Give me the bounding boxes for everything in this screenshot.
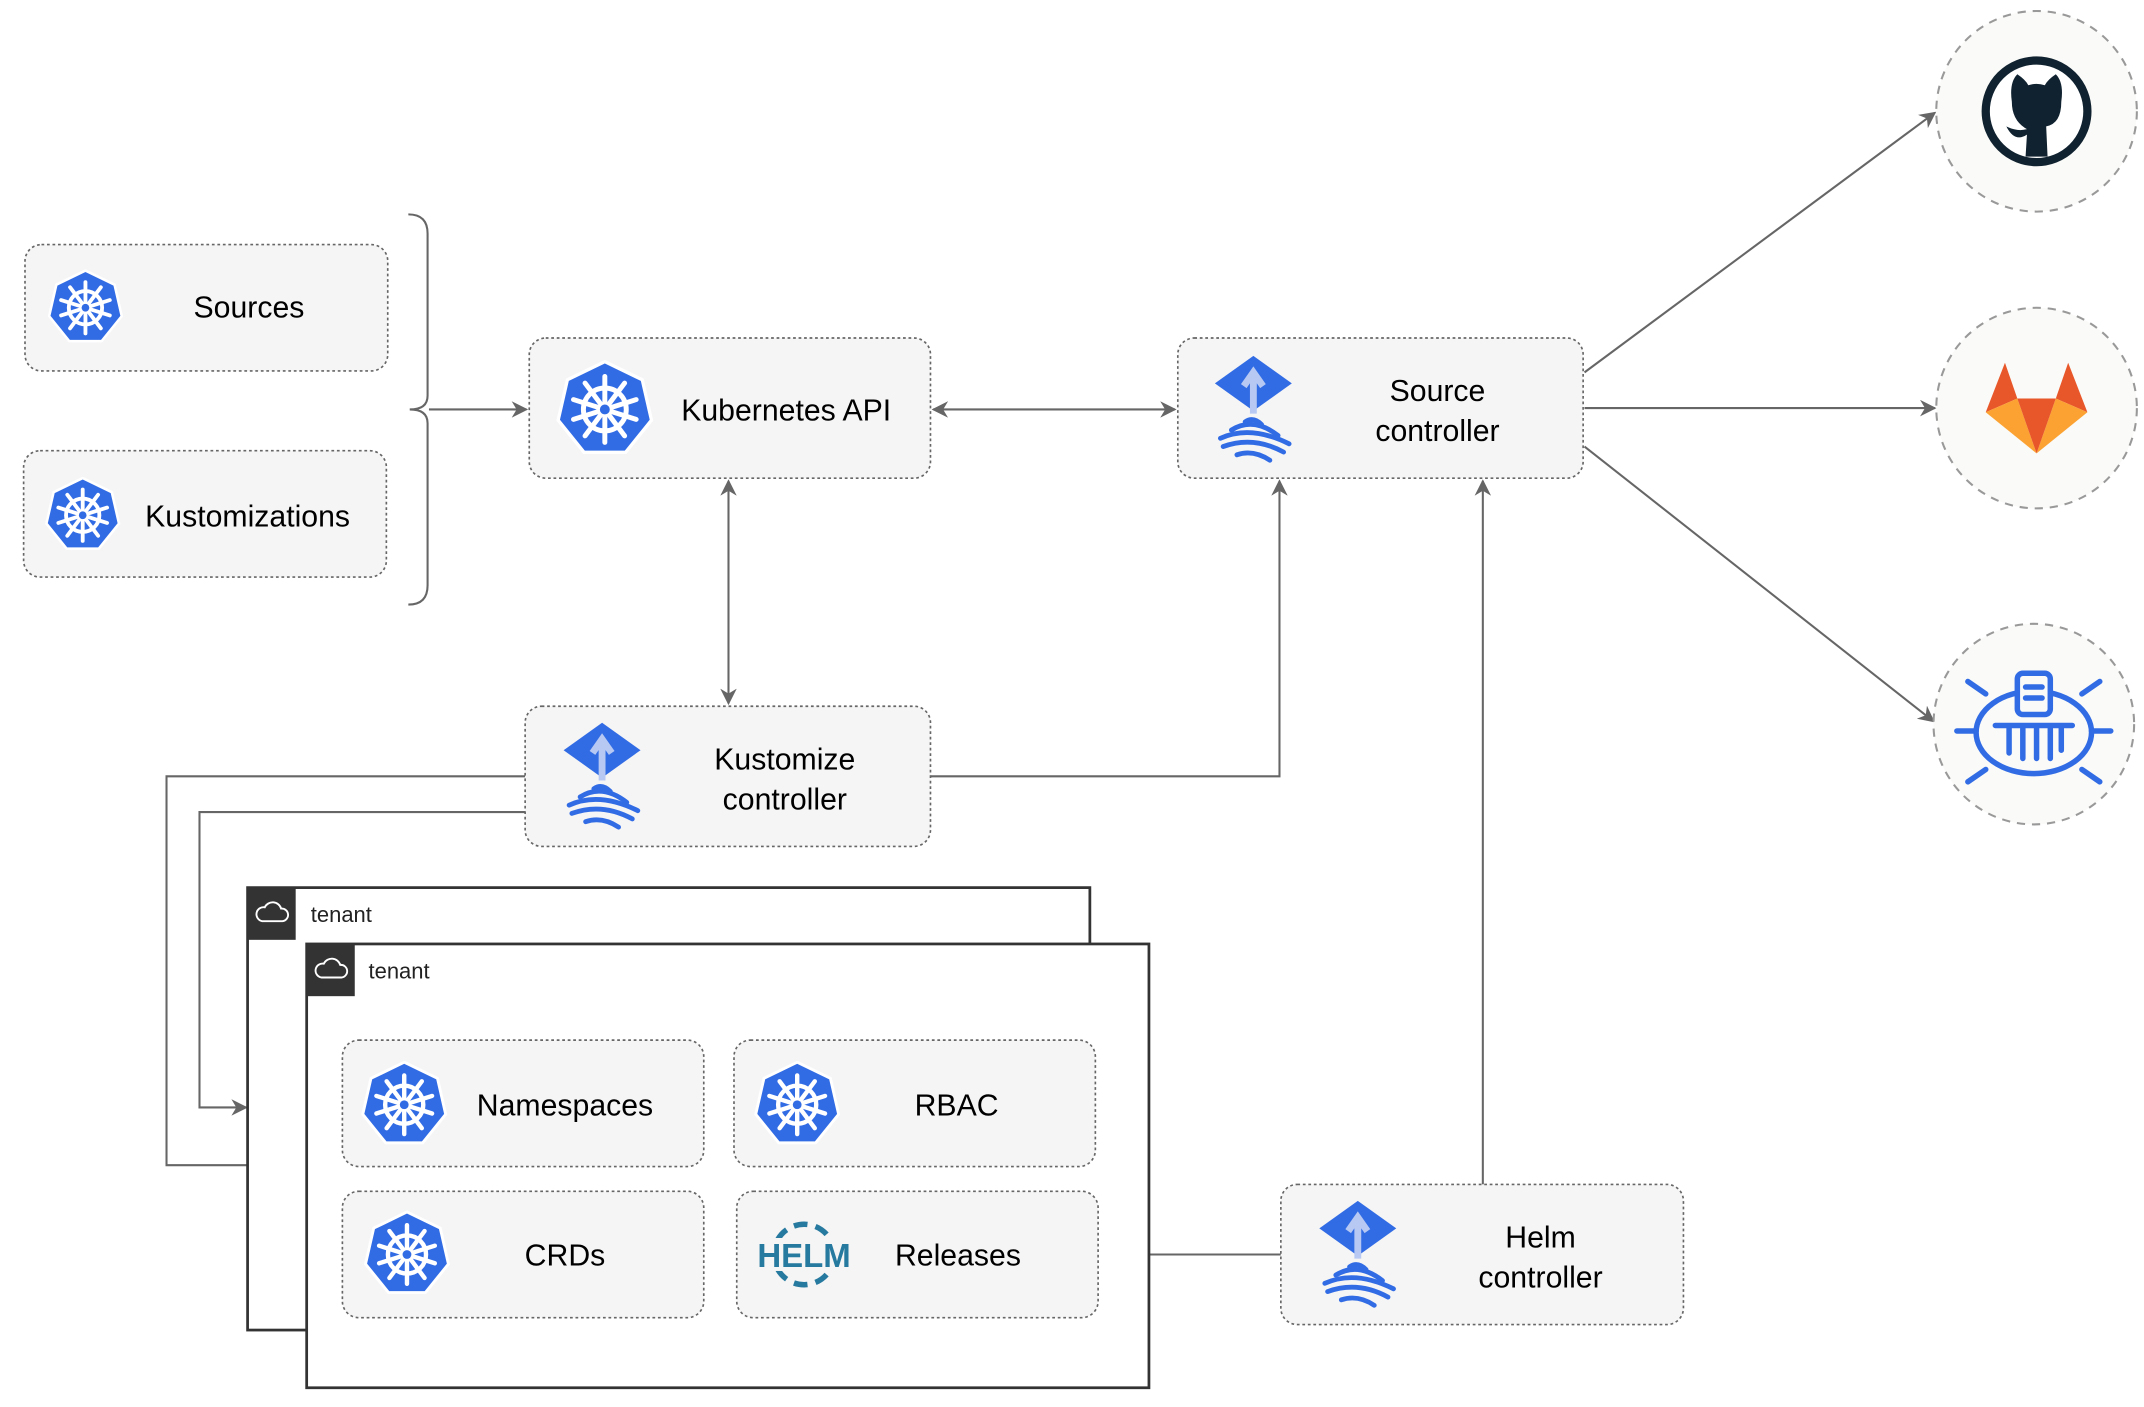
node-label: CRDs <box>525 1239 606 1272</box>
node-kustomizations[interactable]: Kustomizations <box>22 449 388 578</box>
external-registry[interactable] <box>1932 622 2136 826</box>
node-sources[interactable]: Sources <box>24 243 389 372</box>
external-github[interactable] <box>1935 9 2138 213</box>
external-gitlab[interactable] <box>1935 306 2138 510</box>
node-label: controller <box>1375 415 1499 448</box>
edge-kustomize-to-tenant-back <box>198 811 526 1116</box>
node-kubernetes-api[interactable]: Kubernetes API <box>528 337 932 479</box>
helm-icon: HELM <box>755 1221 853 1288</box>
node-crds[interactable]: CRDs <box>341 1190 705 1319</box>
bracket <box>408 213 429 606</box>
node-releases[interactable]: HELM Releases <box>735 1190 1099 1319</box>
tenant-front[interactable]: tenant Namespaces RBAC CRDs HELM Release… <box>305 942 1151 1390</box>
edge-source-to-github <box>1583 111 1937 374</box>
node-label: Namespaces <box>477 1090 653 1123</box>
node-namespaces[interactable]: Namespaces <box>341 1039 705 1168</box>
node-label: Source <box>1390 375 1486 408</box>
tenant-label: tenant <box>311 902 372 927</box>
node-label: RBAC <box>915 1090 999 1123</box>
edge-kustomize-to-source <box>930 479 1288 778</box>
node-kustomize-controller[interactable]: Kustomize controller <box>524 705 932 848</box>
node-label: Releases <box>895 1239 1021 1272</box>
node-source-controller[interactable]: Source controller <box>1176 337 1584 479</box>
node-label: controller <box>723 783 847 816</box>
gitlab-icon <box>1985 362 2088 454</box>
node-rbac[interactable]: RBAC <box>733 1039 1097 1168</box>
tenant-label: tenant <box>369 958 430 983</box>
harbor-icon <box>1954 670 2114 785</box>
node-label: Helm <box>1505 1222 1576 1255</box>
node-label: controller <box>1478 1261 1602 1294</box>
helm-logo-text: HELM <box>757 1237 850 1274</box>
node-helm-controller[interactable]: Helm controller <box>1280 1183 1685 1326</box>
edge-source-to-registry <box>1583 445 1935 723</box>
node-label: Kubernetes API <box>681 394 891 427</box>
node-label: Kustomize <box>714 743 855 776</box>
github-icon <box>1981 56 2092 167</box>
node-label: Sources <box>194 291 305 324</box>
edge-kustomize-to-tenant-front <box>165 775 526 1174</box>
node-label: Kustomizations <box>145 500 350 533</box>
